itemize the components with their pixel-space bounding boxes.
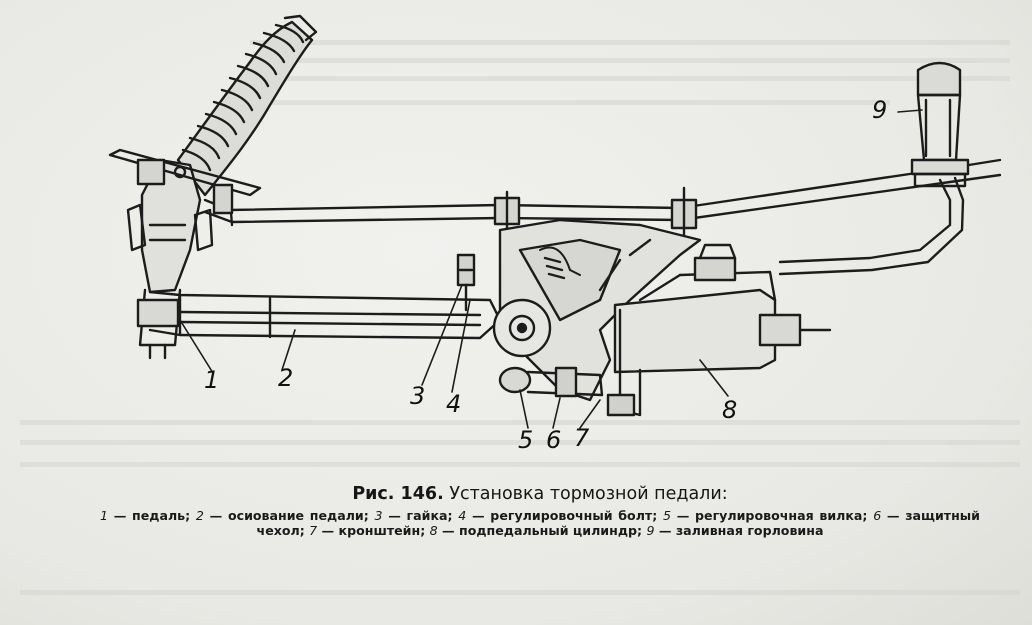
legend-number: 4 [458, 508, 467, 523]
bracket [492, 218, 702, 402]
bleed-through-text [250, 76, 1010, 81]
legend-number: 5 [663, 508, 672, 523]
legend-text: — регулировочный болт; [466, 508, 663, 523]
legend-item: 1 — педаль; [100, 508, 196, 523]
legend-number: 6 [873, 508, 882, 523]
legend-number: 7 [309, 523, 318, 538]
master-cylinder [606, 243, 832, 417]
adjusting-bolt [456, 253, 476, 312]
caption-title: Рис. 146. Установка тормозной педали: [100, 484, 980, 504]
legend-text: — кронштейн; [317, 523, 430, 538]
legend-number: 8 [429, 523, 438, 538]
legend-item: 7 — кронштейн; [309, 523, 429, 538]
brake-pedal-drawing: 1 2 3 4 5 6 7 8 9 [108, 14, 1002, 454]
callout-3: 3 [410, 382, 425, 410]
legend-text: — педаль; [108, 508, 196, 523]
legend-item: 2 — осиование педали; [196, 508, 375, 523]
bleed-through-text [20, 590, 1020, 595]
legend-text: — осиование педали; [203, 508, 375, 523]
callout-7: 7 [574, 424, 590, 452]
leader-lines [179, 109, 923, 429]
legend-text: — подпедальный цилиндр; [437, 523, 647, 538]
pedal-lever [126, 158, 214, 360]
legend-number: 2 [195, 508, 204, 523]
legend-text: — регулировочная вилка; [671, 508, 874, 523]
callout-1: 1 [204, 366, 219, 394]
callout-4: 4 [446, 390, 461, 418]
bleed-through-text [20, 440, 1020, 445]
filler-pipe [778, 176, 965, 276]
bleed-through-text [20, 462, 1020, 467]
figure-caption: Рис. 146. Установка тормозной педали: 1 … [100, 484, 980, 538]
callout-2: 2 [278, 364, 293, 392]
legend-number: 3 [374, 508, 383, 523]
pedal-pad-rod [108, 148, 262, 197]
callout-6: 6 [546, 426, 561, 454]
legend-item: 9 — заливная горловина [646, 523, 823, 538]
upper-frame-tube [203, 158, 1002, 227]
figure-title: Установка тормозной педали: [449, 484, 728, 504]
bleed-through-text [250, 40, 1010, 45]
legend-item: 4 — регулировочный болт; [458, 508, 663, 523]
pedal-base-plate [148, 290, 502, 340]
filler-neck [910, 61, 970, 188]
legend-text: — гайка; [382, 508, 459, 523]
legend-number: 1 [100, 508, 109, 523]
callout-8: 8 [722, 396, 737, 424]
caption-legend: 1 — педаль; 2 — осиование педали; 3 — га… [100, 508, 980, 538]
legend-item: 8 — подпедальный цилиндр; [430, 523, 647, 538]
legend-item: 5 — регулировочная вилка; [663, 508, 873, 523]
callout-9: 9 [872, 96, 887, 124]
bleed-through-text [250, 58, 1010, 63]
rubber-boot [176, 14, 318, 197]
legend-item: 6 — защитный чехол; [257, 508, 980, 538]
legend-text: — заливная горловина [654, 523, 824, 538]
adjusting-fork [498, 366, 604, 398]
mount-bolts [136, 158, 698, 247]
legend-item: 3 — гайка; [375, 508, 459, 523]
callout-5: 5 [518, 426, 533, 454]
figure-number: Рис. 146. [352, 484, 444, 504]
legend-text: — защитный чехол; [256, 508, 981, 538]
bleed-through-text [250, 100, 890, 105]
bleed-through-text [20, 420, 1020, 425]
legend-number: 9 [646, 523, 655, 538]
